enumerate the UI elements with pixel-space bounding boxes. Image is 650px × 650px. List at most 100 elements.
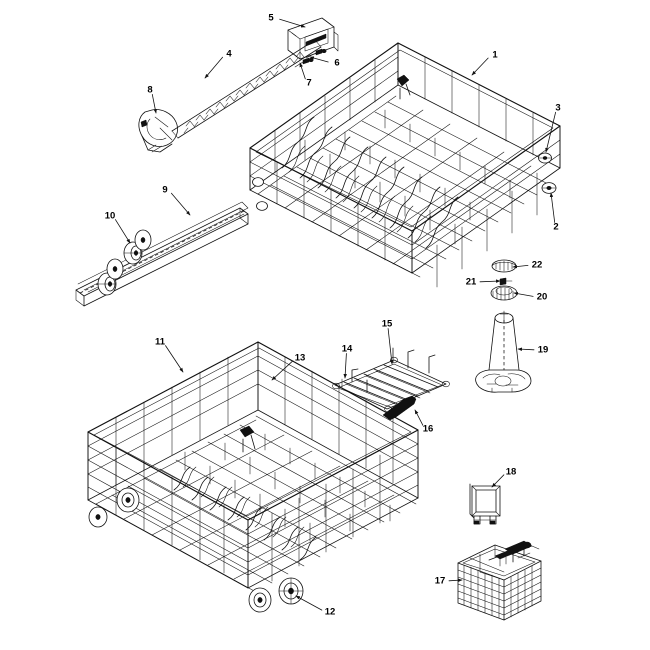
callout-leader-7 bbox=[299, 62, 306, 80]
lower-rack-tines bbox=[173, 466, 317, 561]
callout-6: 6 bbox=[309, 56, 340, 69]
callout-leader-9 bbox=[171, 192, 191, 216]
callout-leader-1 bbox=[471, 57, 489, 76]
callout-2: 2 bbox=[549, 192, 559, 233]
callout-22: 22 bbox=[512, 260, 543, 271]
figure-slide-rail bbox=[75, 201, 249, 307]
upper-rack-roller-lower bbox=[541, 182, 557, 194]
callout-leader-8 bbox=[151, 94, 157, 114]
callout-label-11: 11 bbox=[155, 337, 166, 348]
callout-leader-3 bbox=[545, 111, 556, 153]
lower-rack-detail bbox=[239, 425, 256, 453]
callout-label-14: 14 bbox=[342, 344, 353, 355]
callout-14: 14 bbox=[342, 344, 353, 379]
callout-label-16: 16 bbox=[423, 424, 434, 435]
callout-label-10: 10 bbox=[105, 211, 116, 222]
callout-leader-12 bbox=[295, 595, 323, 611]
callout-17: 17 bbox=[435, 576, 463, 587]
tine-rack-clip bbox=[382, 395, 417, 421]
callout-leader-19 bbox=[517, 347, 535, 351]
callout-leader-17 bbox=[448, 578, 463, 582]
callout-label-7: 7 bbox=[306, 78, 311, 89]
callout-leader-18 bbox=[491, 474, 505, 488]
spray-tower-cap bbox=[491, 259, 517, 273]
callout-5: 5 bbox=[268, 13, 306, 28]
callout-leader-4 bbox=[204, 56, 223, 79]
callout-12: 12 bbox=[295, 595, 336, 618]
callout-16: 16 bbox=[414, 409, 434, 435]
callout-leader-15 bbox=[387, 328, 394, 365]
callout-label-1: 1 bbox=[492, 50, 498, 61]
callout-leader-21 bbox=[479, 279, 501, 283]
callout-leader-10 bbox=[115, 219, 131, 244]
callout-label-21: 21 bbox=[466, 277, 477, 288]
callout-label-12: 12 bbox=[325, 607, 336, 618]
figure-track-rail bbox=[138, 17, 339, 153]
callout-19: 19 bbox=[517, 345, 549, 356]
spray-tower-screw bbox=[499, 277, 513, 286]
callout-3: 3 bbox=[545, 103, 561, 153]
rail-mounting-bracket bbox=[287, 17, 339, 60]
lower-rack-roller-wheel bbox=[88, 506, 108, 528]
callout-20: 20 bbox=[513, 291, 548, 303]
figure-basket-lid-clip bbox=[469, 483, 501, 525]
callout-label-20: 20 bbox=[537, 292, 548, 303]
upper-rack-roller-upper bbox=[538, 152, 552, 164]
figure-upper-rack bbox=[249, 42, 561, 288]
callout-10: 10 bbox=[105, 211, 131, 244]
callout-label-4: 4 bbox=[226, 49, 232, 60]
callout-leader-2 bbox=[549, 192, 556, 223]
figure-silverware-basket bbox=[457, 540, 542, 621]
callout-label-19: 19 bbox=[538, 345, 549, 356]
callout-leader-20 bbox=[513, 291, 534, 297]
callout-leader-6 bbox=[309, 56, 329, 63]
callout-15: 15 bbox=[382, 319, 394, 365]
callout-label-18: 18 bbox=[506, 467, 517, 478]
callout-13: 13 bbox=[271, 353, 306, 381]
callout-9: 9 bbox=[162, 185, 191, 216]
callout-label-8: 8 bbox=[147, 85, 152, 96]
screw-upper bbox=[305, 48, 327, 59]
basket-handle bbox=[488, 540, 540, 567]
slide-rail-roller bbox=[134, 229, 152, 251]
lower-rack-roller-wheel bbox=[248, 587, 272, 613]
callout-4: 4 bbox=[204, 49, 232, 79]
callout-leader-13 bbox=[271, 360, 294, 381]
track-end-cap bbox=[138, 109, 178, 153]
callout-21: 21 bbox=[466, 277, 501, 288]
spray-tower-nut bbox=[490, 285, 518, 301]
callout-label-13: 13 bbox=[295, 353, 306, 364]
slide-rail-roller bbox=[106, 258, 124, 280]
callout-leader-5 bbox=[279, 18, 306, 28]
callout-11: 11 bbox=[155, 337, 184, 373]
lower-rack-roller-wheel-detached bbox=[278, 577, 304, 605]
callout-label-3: 3 bbox=[555, 103, 560, 114]
callout-1: 1 bbox=[471, 50, 498, 76]
callout-label-5: 5 bbox=[268, 13, 274, 24]
screw-lower bbox=[294, 57, 314, 68]
upper-rack-tines bbox=[281, 116, 459, 249]
callout-label-22: 22 bbox=[532, 260, 543, 271]
callout-label-2: 2 bbox=[553, 222, 558, 233]
figure-tine-rack bbox=[332, 347, 450, 421]
spray-tower bbox=[475, 310, 532, 393]
callout-7: 7 bbox=[299, 62, 312, 89]
callout-leader-16 bbox=[414, 409, 424, 426]
callout-label-9: 9 bbox=[162, 185, 167, 196]
lower-rack-roller-wheel bbox=[116, 487, 140, 513]
callout-8: 8 bbox=[147, 85, 157, 114]
upper-rack-adjuster bbox=[396, 74, 411, 100]
callout-leader-11 bbox=[165, 345, 184, 373]
callout-leader-14 bbox=[343, 353, 347, 379]
figure-lower-rack bbox=[87, 341, 419, 613]
figure-spray-tower bbox=[475, 259, 532, 393]
callout-label-15: 15 bbox=[382, 319, 393, 330]
upper-rack-roller-left bbox=[252, 177, 268, 211]
callout-label-17: 17 bbox=[435, 576, 446, 587]
callout-leader-22 bbox=[512, 264, 529, 269]
callout-label-6: 6 bbox=[334, 58, 339, 69]
slide-rail-roller bbox=[97, 272, 117, 296]
